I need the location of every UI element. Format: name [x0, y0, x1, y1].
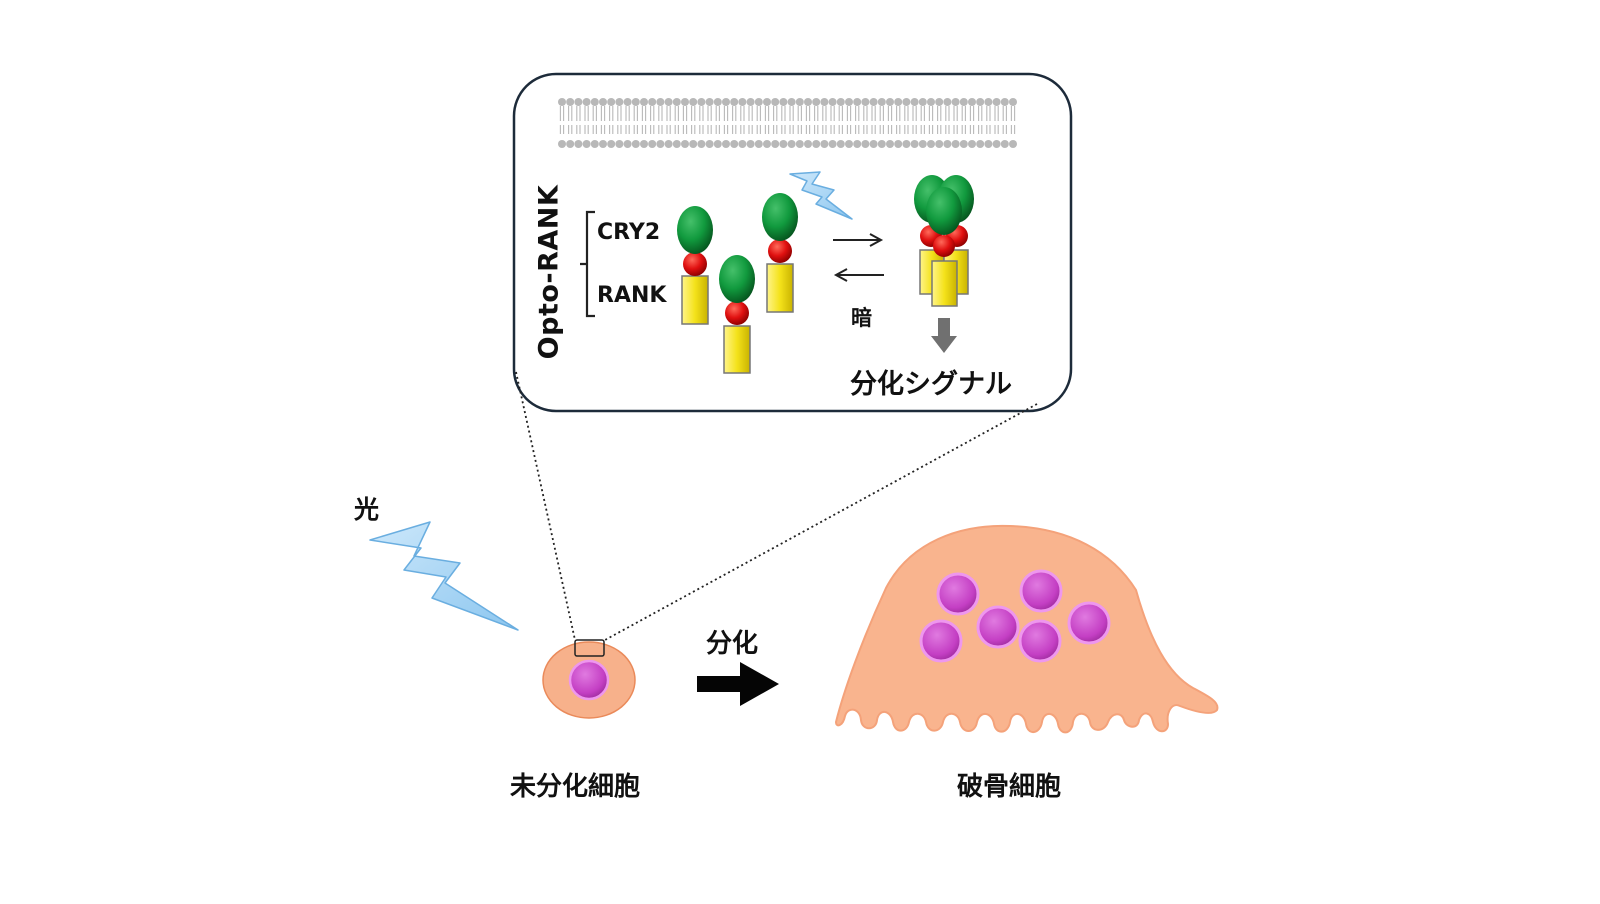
down-arrow-icon	[931, 318, 957, 353]
zoom-line-right	[604, 403, 1038, 641]
opto-rank-monomer-1	[677, 206, 713, 325]
cry2-label: CRY2	[597, 220, 661, 245]
lightning-bolt-light-icon	[369, 521, 519, 631]
opto-rank-monomer-3	[762, 193, 798, 313]
rank-label: RANK	[597, 283, 667, 308]
thick-right-arrow-icon	[697, 662, 779, 706]
dark-label: 暗	[851, 306, 872, 330]
opto-rank-bracket	[580, 210, 595, 318]
differentiation-signal-label: 分化シグナル	[850, 369, 1012, 400]
differentiation-label: 分化	[706, 629, 759, 659]
light-label: 光	[354, 495, 380, 524]
zoom-region-box	[574, 639, 605, 657]
lightning-bolt-icon	[789, 171, 853, 220]
undifferentiated-cell	[542, 639, 636, 719]
zoom-callout-box	[512, 72, 1073, 413]
left-arrow-icon	[833, 268, 884, 282]
osteoclast-label: 破骨細胞	[957, 772, 1062, 802]
cell-membrane-bilayer	[558, 98, 1017, 148]
opto-rank-label: Opto-RANK	[533, 184, 565, 360]
zoom-line-left	[515, 371, 576, 641]
opto-rank-monomer-2	[719, 255, 755, 374]
osteoclast-cell	[834, 524, 1219, 734]
undifferentiated-cell-label: 未分化細胞	[510, 772, 641, 802]
right-arrow-icon	[833, 233, 884, 247]
opto-rank-cluster	[914, 175, 974, 307]
